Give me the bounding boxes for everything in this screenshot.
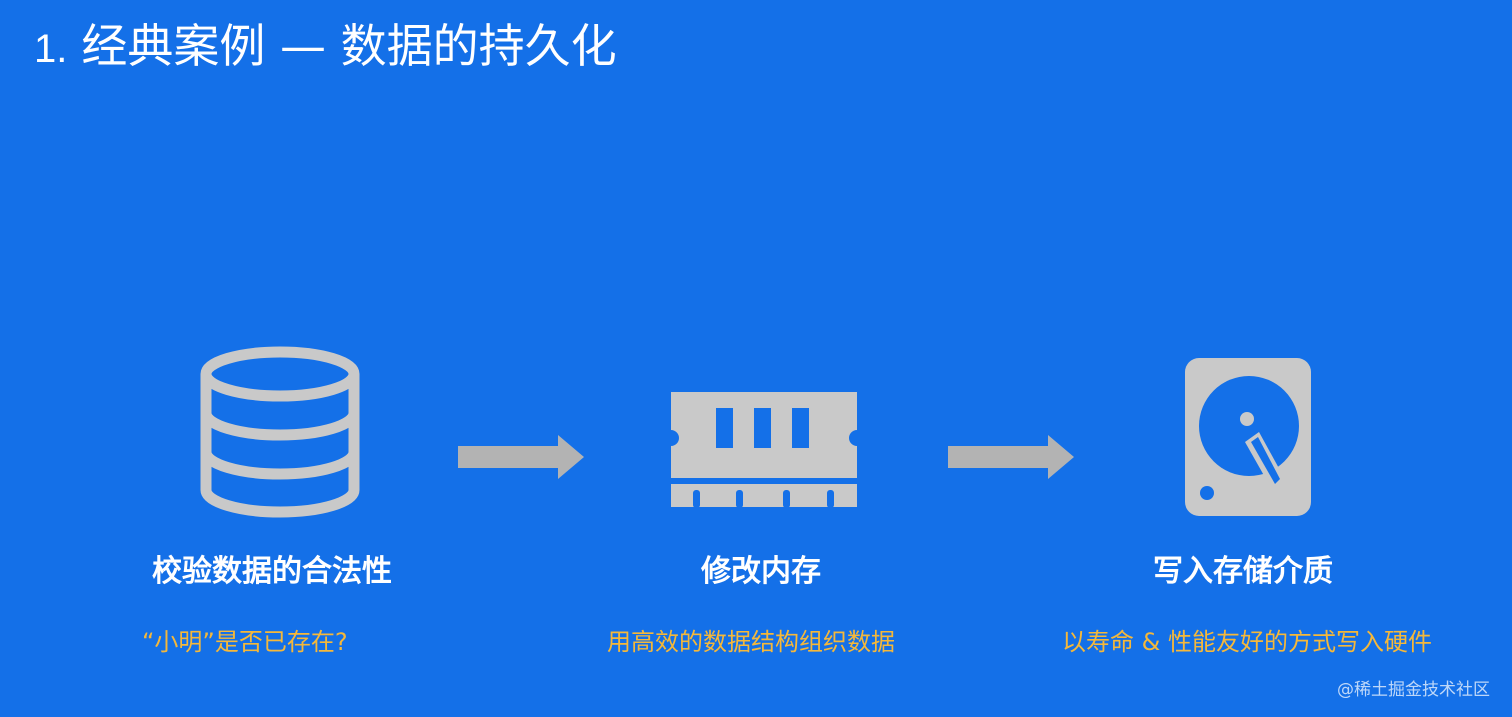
- step-title: 写入存储介质: [1153, 554, 1333, 589]
- step-description: “小明”是否已存在?: [142, 628, 348, 656]
- slide-title-text: 经典案例 — 数据的持久化: [81, 19, 617, 73]
- step-title: 校验数据的合法性: [152, 554, 392, 589]
- slide-number: 1.: [34, 27, 68, 71]
- step-title: 修改内存: [701, 554, 821, 589]
- arrow-right-icon: [948, 434, 1076, 484]
- database-icon: [196, 346, 364, 522]
- hard-drive-icon: [1183, 356, 1313, 522]
- memory-chip-icon: [667, 390, 861, 512]
- watermark: @稀土掘金技术社区: [1337, 680, 1490, 700]
- arrow-right-icon: [458, 434, 586, 484]
- slide-title: 1. 经典案例 — 数据的持久化: [34, 14, 617, 81]
- step-description: 以寿命 & 性能友好的方式写入硬件: [1062, 628, 1432, 656]
- step-description: 用高效的数据结构组织数据: [607, 628, 895, 656]
